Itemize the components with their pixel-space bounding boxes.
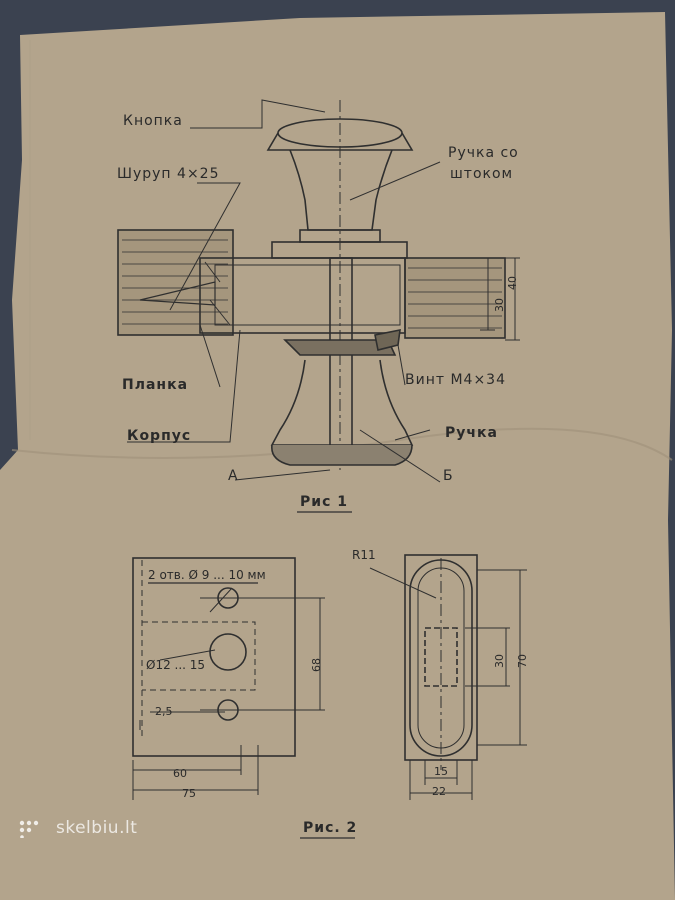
label-knopka: Кнопка	[123, 113, 183, 129]
dim-30-fig1: 30	[493, 298, 506, 312]
figure2-slot-drawing	[300, 554, 527, 839]
label-ruchka-so: Ручка со	[448, 145, 519, 161]
label-ruchka: Ручка	[445, 425, 498, 441]
figure2-caption: Рис. 2	[303, 820, 358, 836]
dim-30-fig2: 30	[493, 654, 506, 668]
dim-70: 70	[516, 654, 529, 668]
label-planka: Планка	[122, 377, 189, 393]
dim-15: 15	[434, 765, 448, 778]
label-bore: Ø12 ... 15	[146, 658, 206, 672]
label-holes: 2 отв. Ø 9 ... 10 мм	[148, 568, 266, 582]
dots-logo-icon	[19, 820, 39, 838]
dim-68: 68	[310, 658, 323, 672]
label-a: А	[228, 468, 239, 484]
dim-22: 22	[432, 785, 446, 798]
watermark: skelbiu.lt	[18, 818, 137, 838]
dim-60: 60	[173, 767, 187, 780]
dim-75: 75	[182, 787, 196, 800]
label-b: Б	[443, 468, 454, 484]
label-r11: R11	[352, 548, 376, 562]
dim-40-fig1: 40	[506, 276, 519, 290]
watermark-text: skelbiu.lt	[56, 818, 138, 838]
label-korpus: Корпус	[127, 428, 192, 444]
label-shtokom: штоком	[450, 166, 514, 182]
label-shurup: Шуруп 4×25	[117, 166, 220, 182]
figure1-caption: Рис 1	[300, 494, 348, 510]
figure1-drawing	[117, 99, 520, 513]
figure2-plate-drawing	[132, 557, 325, 800]
label-vint: Винт М4×34	[405, 372, 506, 388]
dim-2-5: 2,5	[155, 705, 173, 718]
